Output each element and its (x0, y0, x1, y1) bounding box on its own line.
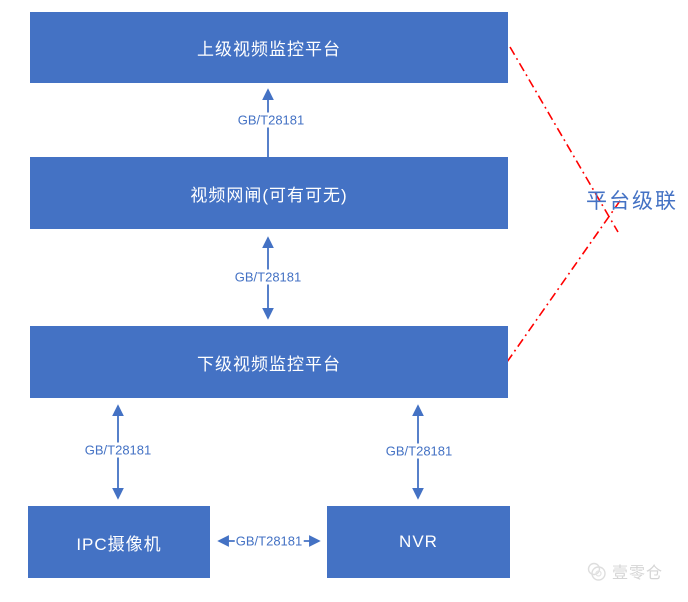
connector-label-gateway-lower: GB/T28181 (233, 269, 303, 285)
node-lower-platform-label: 下级视频监控平台 (197, 354, 341, 374)
node-nvr: NVR (327, 506, 510, 578)
connector-label-gateway-upper: GB/T28181 (236, 112, 306, 128)
cascade-annotation: 平台级联 (586, 190, 678, 213)
node-upper-platform-label: 上级视频监控平台 (197, 40, 341, 59)
node-ipc-camera-label: IPC摄像机 (76, 534, 162, 554)
connector-label-lower-nvr: GB/T28181 (384, 443, 454, 459)
node-video-gateway-label: 视频网闸(可有可无) (190, 185, 348, 205)
connector-label-lower-ipc: GB/T28181 (83, 442, 153, 458)
node-ipc-camera: IPC摄像机 (28, 506, 210, 578)
node-nvr-label: NVR (399, 532, 438, 551)
watermark: 壹零仓 (586, 559, 663, 583)
watermark-text: 壹零仓 (612, 565, 664, 582)
cascade-line-lower (506, 197, 623, 363)
connector-label-ipc-nvr: GB/T28181 (234, 533, 304, 549)
watermark-logo-icon (587, 562, 606, 581)
node-upper-platform: 上级视频监控平台 (30, 12, 508, 83)
node-video-gateway: 视频网闸(可有可无) (30, 157, 508, 229)
node-lower-platform: 下级视频监控平台 (30, 326, 508, 398)
